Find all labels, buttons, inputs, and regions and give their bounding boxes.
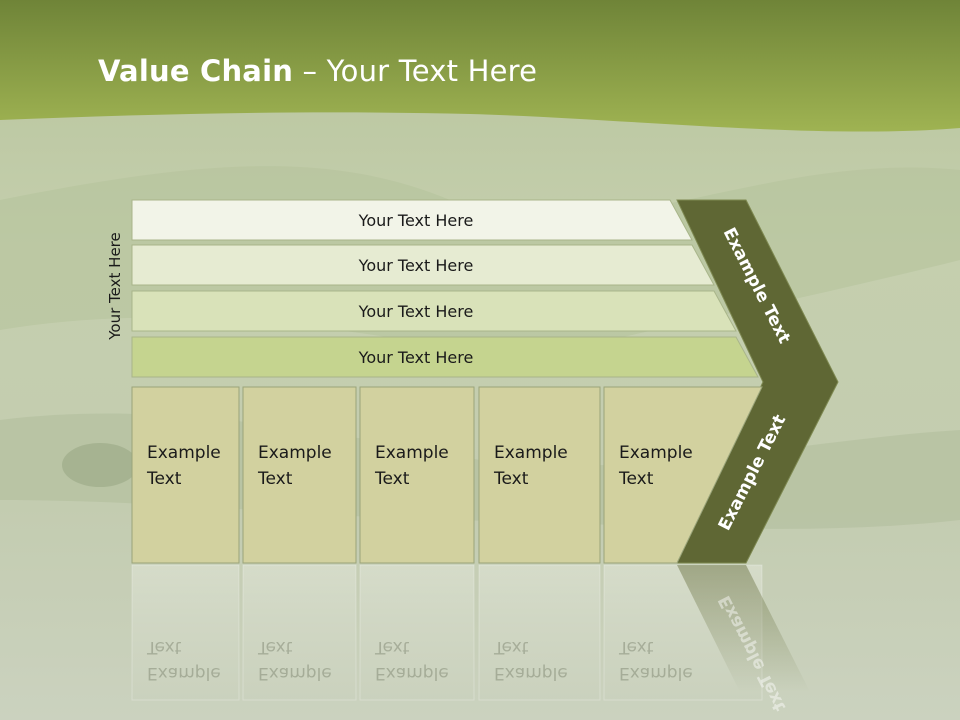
- value-box-shape: [131, 386, 240, 564]
- value-box-line1: Example: [619, 443, 693, 463]
- value-box-line1: Example: [258, 443, 332, 463]
- reflection-shape: [359, 564, 475, 701]
- value-box-reflection: Example Text: [478, 564, 601, 701]
- row-band-label: Your Text Here: [358, 302, 474, 321]
- reflection-text: Example: [147, 663, 221, 683]
- value-box-line2: Text: [146, 469, 182, 489]
- row-band-shape: [131, 244, 715, 286]
- reflection-shape: [242, 564, 357, 701]
- slide-title: Value Chain – Your Text Here: [98, 54, 537, 88]
- row-band-shape: [131, 336, 759, 378]
- value-box-line1: Example: [375, 443, 449, 463]
- row-band-shape: [131, 199, 693, 241]
- header-banner: [0, 0, 960, 132]
- row-band: Your Text Here: [131, 336, 759, 378]
- value-box-shape: [478, 386, 601, 564]
- value-box-shape: [603, 386, 763, 564]
- row-band-label: Your Text Here: [358, 211, 474, 230]
- row-band: Your Text Here: [131, 199, 693, 241]
- value-box-line1: Example: [494, 443, 568, 463]
- row-band-label: Your Text Here: [358, 256, 474, 275]
- row-band-label: Your Text Here: [358, 348, 474, 367]
- row-band: Your Text Here: [131, 290, 737, 332]
- value-box-line2: Text: [618, 469, 654, 489]
- reflection-text: Text: [618, 637, 654, 657]
- value-box-line2: Text: [374, 469, 410, 489]
- row-band-shape: [131, 290, 737, 332]
- tree-shape: [62, 443, 138, 487]
- reflection-text: Example: [258, 663, 332, 683]
- value-box-shape: [359, 386, 475, 564]
- title-rest: – Your Text Here: [293, 54, 538, 88]
- reflection-text: Text: [146, 637, 182, 657]
- reflection-text: Text: [493, 637, 529, 657]
- chevron-shape: [676, 199, 839, 564]
- value-box-line2: Text: [493, 469, 529, 489]
- value-box-shape: [242, 386, 357, 564]
- value-box-reflection: Example Text: [359, 564, 475, 701]
- box-group: ExampleTextExampleTextExampleTextExample…: [131, 386, 763, 564]
- reflection-text: Text: [257, 637, 293, 657]
- reflection-group: ExampleTextExampleTextExampleTextExample…: [131, 564, 810, 714]
- reflection-text: Example: [619, 663, 693, 683]
- title-bold: Value Chain: [98, 54, 294, 88]
- reflection-text: Example: [375, 663, 449, 683]
- value-box-line2: Text: [257, 469, 293, 489]
- reflection-text: Text: [374, 637, 410, 657]
- chevron-reflection-shape: [677, 565, 810, 692]
- reflection-shape: [478, 564, 601, 701]
- value-box-line1: Example: [147, 443, 221, 463]
- value-box-reflection: Example Text: [131, 564, 240, 701]
- reflection-shape: [131, 564, 240, 701]
- value-box-reflection: Example Text: [242, 564, 357, 701]
- side-label: Your Text Here: [106, 232, 124, 340]
- row-band: Your Text Here: [131, 244, 715, 286]
- reflection-text: Example: [494, 663, 568, 683]
